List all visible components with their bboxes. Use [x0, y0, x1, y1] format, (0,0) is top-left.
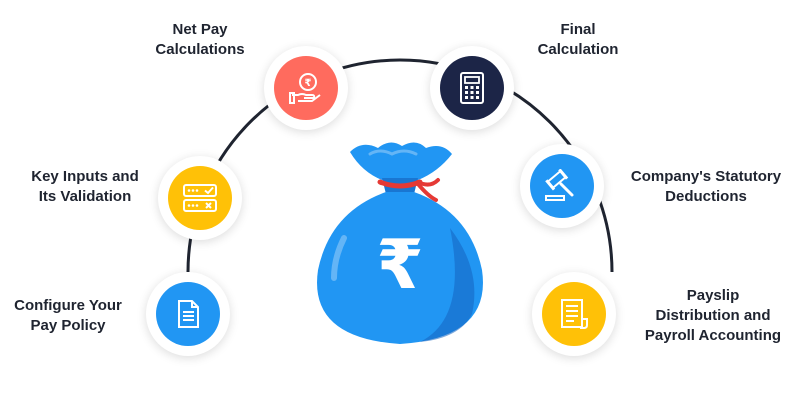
gavel-icon [545, 169, 574, 201]
rupee-symbol: ₹ [376, 226, 423, 305]
money-bag-icon: ₹ [317, 142, 483, 344]
step-net-pay-calculations: ₹ [264, 46, 348, 130]
payslip-icon [561, 299, 588, 329]
hand-rupee-icon: ₹ [289, 73, 321, 104]
step-payslip-distribution [532, 272, 616, 356]
step-final-calculation [430, 46, 514, 130]
svg-text:₹: ₹ [305, 78, 312, 89]
step-statutory-deductions [520, 144, 604, 228]
input-validation-icon [183, 184, 217, 212]
step-configure-pay-policy [146, 272, 230, 356]
document-icon [178, 300, 199, 328]
calculator-icon [460, 72, 484, 104]
step-key-inputs-validation [158, 156, 242, 240]
